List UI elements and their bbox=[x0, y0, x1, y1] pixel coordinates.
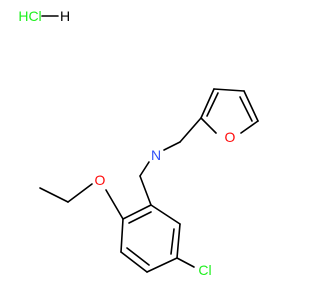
ether-oxygen-label: O bbox=[95, 172, 106, 188]
benzene-bond-3-4 bbox=[146, 257, 178, 273]
hcl-label: HCl bbox=[18, 8, 41, 24]
nitrogen-label: N bbox=[151, 147, 161, 163]
bond-c-o-ether bbox=[105, 189, 124, 220]
bond-n-ch2 bbox=[139, 161, 150, 177]
chlorine-label: Cl bbox=[198, 262, 211, 278]
chloro-substituent: Cl bbox=[176, 257, 212, 278]
benzene-bond-4-5 bbox=[120, 251, 148, 273]
ethoxy-substituent: O bbox=[39, 172, 124, 220]
benzene-bond-4-5-inner bbox=[126, 247, 150, 266]
benzene-bond-5-6 bbox=[120, 218, 124, 253]
bond-o-ch2 bbox=[67, 183, 93, 203]
benzene-bond-6-1 bbox=[122, 204, 152, 220]
molecule-diagram: HCl H O N Cl O bbox=[18, 8, 259, 278]
furan-bond-c4-c5 bbox=[243, 90, 259, 122]
benzene-bond-1-2 bbox=[150, 204, 181, 225]
furan-bond-c2-c3-inner bbox=[206, 92, 219, 117]
benzene-bond-6-1-inner bbox=[128, 211, 152, 224]
benzene-ring bbox=[120, 204, 181, 273]
furan-bond-c4-c5-inner bbox=[239, 96, 253, 122]
benzene-bond-2-3-inner bbox=[170, 228, 175, 255]
salt-fragment: HCl H bbox=[18, 8, 70, 24]
benzene-bond-2-3 bbox=[176, 223, 181, 259]
furan-bond-c2-c3 bbox=[200, 88, 215, 119]
hydrogen-label: H bbox=[60, 8, 70, 24]
bond-furan-ch2 bbox=[179, 117, 202, 143]
furan-bond-c3-c4 bbox=[213, 88, 245, 92]
bond-c-cl bbox=[176, 257, 195, 268]
amine-linker: N bbox=[139, 117, 202, 206]
furan-oxygen-label: O bbox=[225, 129, 236, 145]
bond-ch2-ch3 bbox=[39, 187, 69, 203]
furan-bond-o-c2 bbox=[200, 117, 217, 134]
furan-ring: O bbox=[200, 88, 259, 145]
bond-ch2-benzene bbox=[139, 175, 152, 206]
structure-canvas: HCl H O N Cl O bbox=[18, 8, 259, 278]
furan-bond-c5-o bbox=[240, 120, 259, 134]
bond-ch2-n bbox=[163, 141, 181, 151]
